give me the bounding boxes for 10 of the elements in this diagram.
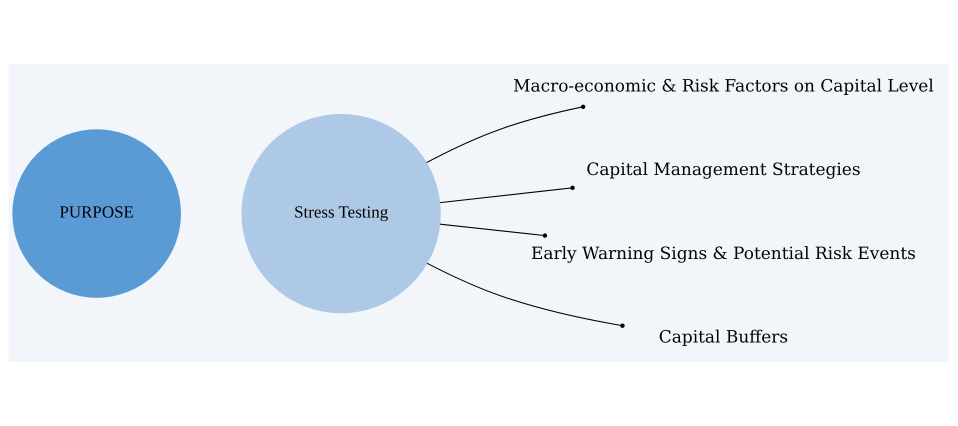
- connector: [426, 104, 586, 164]
- node-text: Capital Buffers: [658, 326, 788, 347]
- node-text: Early Warning Signs & Potential Risk Events: [531, 242, 916, 263]
- node-text: Macro-economic & Risk Factors on Capital Level: [513, 75, 934, 96]
- connector: [440, 186, 575, 204]
- connector: [440, 224, 548, 238]
- node-circle: Stress Testing: [241, 114, 441, 314]
- node-circle: PURPOSE: [12, 129, 181, 298]
- node-text: Capital Management Strategies: [586, 159, 861, 180]
- connector: [426, 262, 625, 328]
